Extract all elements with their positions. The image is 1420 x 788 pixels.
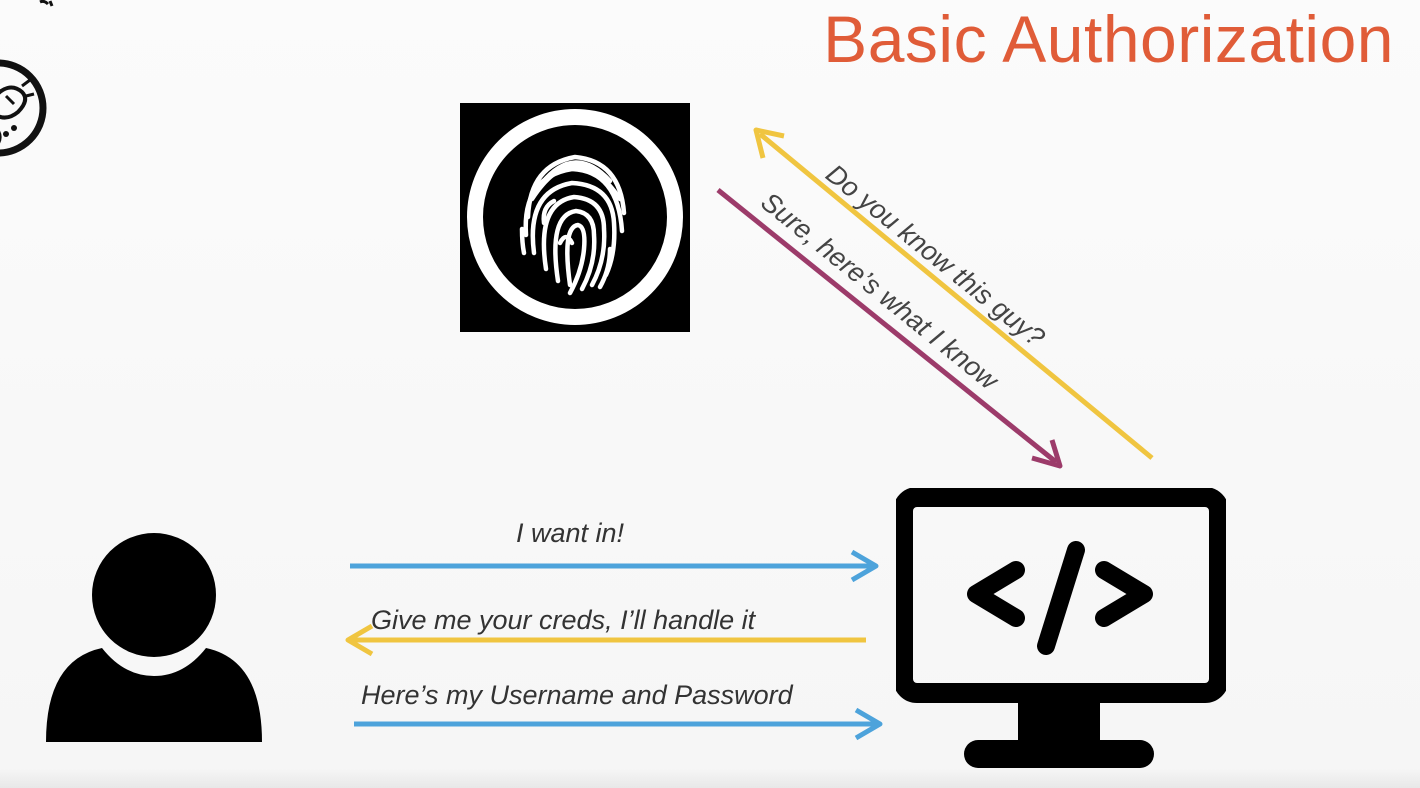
slide-title: Basic Authorization <box>823 2 1394 76</box>
message-app-reply: Give me your creds, I’ll handle it <box>371 605 756 635</box>
response-arrow <box>716 188 1063 469</box>
bug-badge-icon <box>0 0 54 157</box>
query-arrow <box>753 127 1154 460</box>
reply-arrow <box>345 623 866 657</box>
credentials-arrow <box>354 707 883 741</box>
message-user-credentials: Here’s my Username and Password <box>361 680 793 710</box>
bottom-shadow <box>0 768 1420 788</box>
request-arrow <box>350 549 879 583</box>
code-monitor-icon <box>896 488 1226 768</box>
message-user-request: I want in! <box>516 518 625 548</box>
person-icon <box>46 533 262 742</box>
fingerprint-icon <box>460 103 690 332</box>
